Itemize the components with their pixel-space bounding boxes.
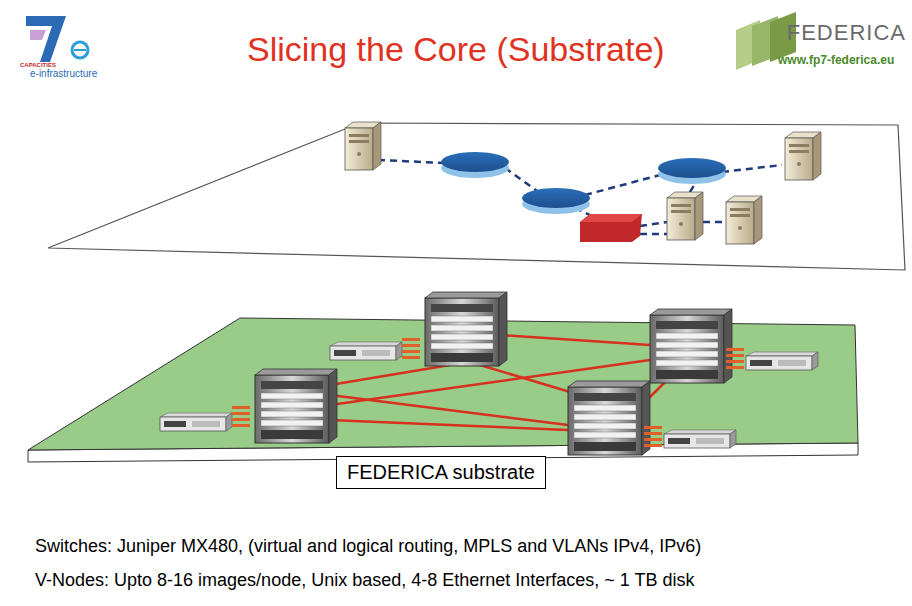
logo-text: CAPACITIES	[20, 62, 56, 68]
logo-url: www.fp7-federica.eu	[778, 53, 894, 67]
logo-text: e-infrastructure	[30, 68, 97, 79]
spec-note: V-Nodes: Upto 8-16 images/node, Unix bas…	[35, 570, 695, 591]
spec-note: Switches: Juniper MX480, (virtual and lo…	[35, 536, 701, 557]
slide-title: Slicing the Core (Substrate)	[247, 30, 665, 69]
logo-text: FEDERICA	[787, 20, 906, 46]
node-text: FEDERICA substrate	[347, 461, 535, 484]
substrate-label-box: FEDERICA substrate	[336, 456, 546, 489]
